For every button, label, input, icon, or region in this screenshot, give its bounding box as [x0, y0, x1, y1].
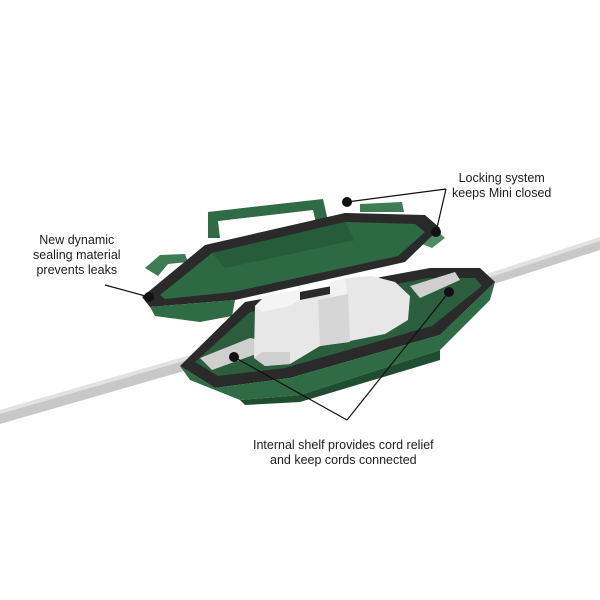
lid [142, 199, 445, 322]
callout-line: New dynamic [39, 233, 115, 247]
callout-leaders [104, 188, 450, 421]
callout-line: Locking system [458, 171, 545, 185]
callout-sealing-material: New dynamic sealing material prevents le… [33, 233, 121, 278]
callout-locking-system: Locking system keeps Mini closed [452, 171, 551, 201]
callout-line: Internal shelf provides cord relief [253, 438, 434, 452]
plug-connector [254, 276, 410, 366]
callout-line: prevents leaks [36, 263, 118, 277]
callout-line: and keep cords connected [270, 453, 417, 467]
callout-dots [144, 197, 454, 362]
callout-line: keeps Mini closed [452, 186, 552, 200]
callout-line: sealing material [33, 248, 121, 262]
callout-internal-shelf: Internal shelf provides cord relief and … [253, 438, 434, 468]
